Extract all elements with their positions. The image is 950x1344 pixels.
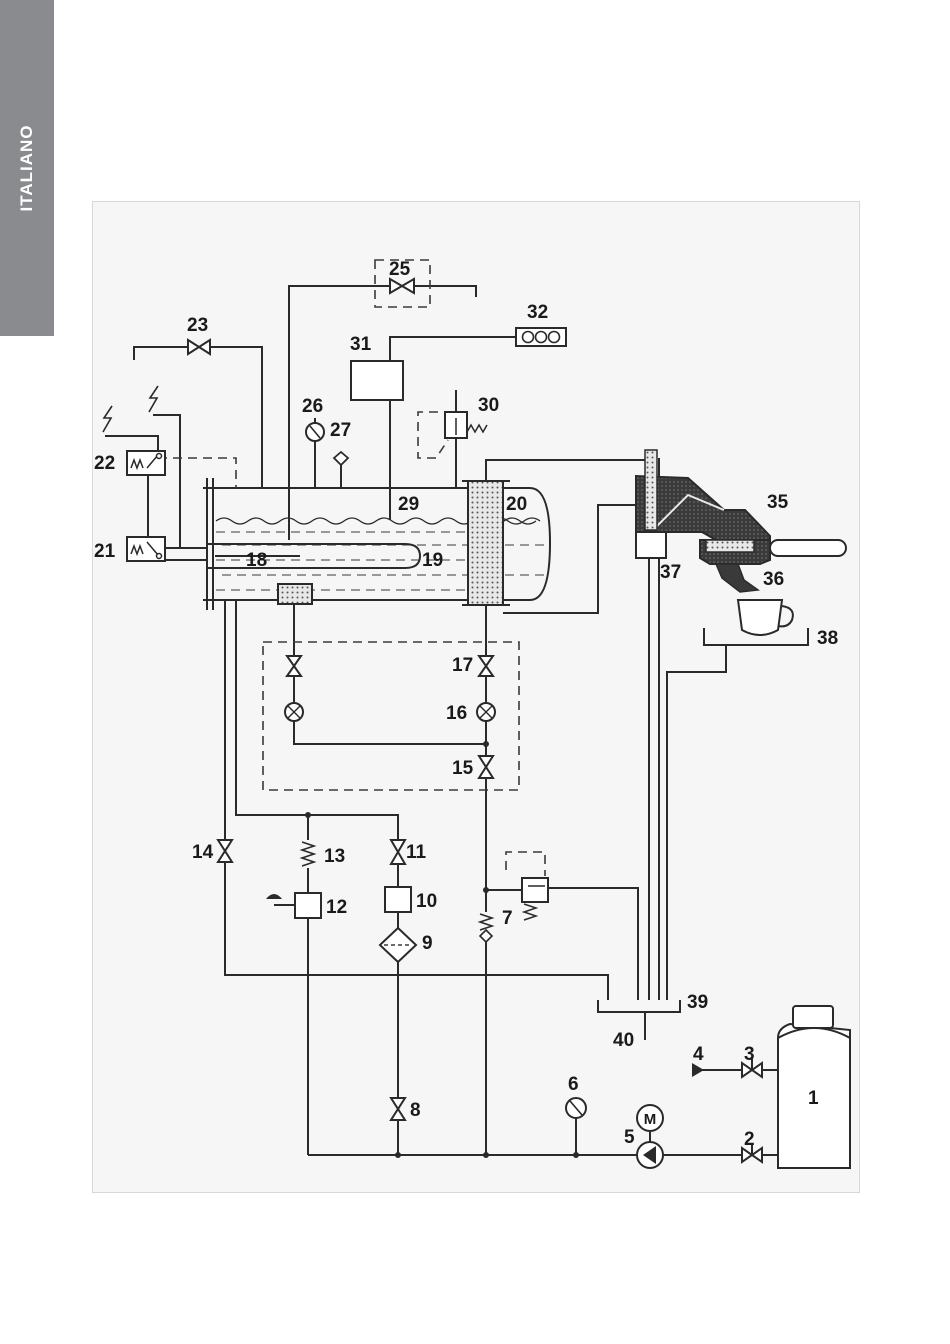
component-label-16: 16 bbox=[446, 703, 467, 724]
water-inlet-arrow bbox=[692, 1063, 704, 1077]
expansion-valve bbox=[480, 878, 548, 942]
component-label-8: 8 bbox=[410, 1100, 421, 1121]
electrical-supply-icon bbox=[103, 386, 158, 432]
component-label-22: 22 bbox=[94, 453, 115, 474]
water-tank bbox=[778, 1006, 850, 1168]
component-label-6: 6 bbox=[568, 1074, 579, 1095]
component-label-38: 38 bbox=[817, 628, 838, 649]
component-label-9: 9 bbox=[422, 933, 433, 954]
flow-indicators bbox=[285, 703, 579, 1158]
component-label-11: 11 bbox=[406, 842, 427, 863]
level-control-box bbox=[351, 361, 403, 400]
component-label-2: 2 bbox=[744, 1129, 755, 1150]
pressure-gauge bbox=[306, 423, 324, 441]
component-label-31: 31 bbox=[350, 334, 372, 355]
component-label-21: 21 bbox=[94, 541, 116, 562]
component-label-25: 25 bbox=[389, 259, 411, 280]
component-label-17: 17 bbox=[452, 655, 473, 676]
component-label-15: 15 bbox=[452, 758, 474, 779]
component-label-37: 37 bbox=[660, 562, 681, 583]
level-indicator-lights bbox=[516, 328, 566, 346]
cup-and-tray bbox=[704, 600, 808, 645]
pump-pressure-gauge bbox=[566, 1098, 586, 1118]
component-label-32: 32 bbox=[527, 302, 548, 323]
solenoid-valve bbox=[385, 887, 411, 912]
component-label-7: 7 bbox=[502, 908, 513, 929]
component-label-4: 4 bbox=[693, 1044, 704, 1065]
component-label-35: 35 bbox=[767, 492, 789, 513]
component-label-5: 5 bbox=[624, 1127, 635, 1148]
component-label-18: 18 bbox=[246, 550, 267, 571]
motor-symbol: M bbox=[644, 1111, 657, 1128]
component-label-27: 27 bbox=[330, 420, 351, 441]
component-label-20: 20 bbox=[506, 494, 527, 515]
component-label-29: 29 bbox=[398, 494, 419, 515]
component-label-36: 36 bbox=[763, 569, 784, 590]
heat-exchanger bbox=[462, 481, 510, 605]
component-label-1: 1 bbox=[808, 1088, 819, 1109]
water-filter bbox=[380, 928, 416, 962]
check-valve-spring bbox=[302, 842, 314, 866]
component-label-19: 19 bbox=[422, 550, 443, 571]
heating-element bbox=[207, 544, 420, 568]
component-label-12: 12 bbox=[326, 897, 347, 918]
component-label-30: 30 bbox=[478, 395, 499, 416]
pipes bbox=[105, 286, 778, 1155]
component-label-23: 23 bbox=[187, 315, 208, 336]
drain-valve bbox=[266, 893, 321, 918]
component-label-26: 26 bbox=[302, 396, 323, 417]
pressure-switches bbox=[127, 451, 165, 561]
component-label-13: 13 bbox=[324, 846, 345, 867]
pump-motor: M bbox=[637, 1105, 663, 1168]
component-label-39: 39 bbox=[687, 992, 708, 1013]
component-label-14: 14 bbox=[192, 842, 214, 863]
component-label-3: 3 bbox=[744, 1044, 755, 1065]
component-label-10: 10 bbox=[416, 891, 437, 912]
valves bbox=[188, 279, 762, 1162]
vacuum-valve bbox=[334, 452, 348, 465]
boiler-bottom-fitting bbox=[278, 584, 312, 604]
component-label-40: 40 bbox=[613, 1030, 634, 1051]
